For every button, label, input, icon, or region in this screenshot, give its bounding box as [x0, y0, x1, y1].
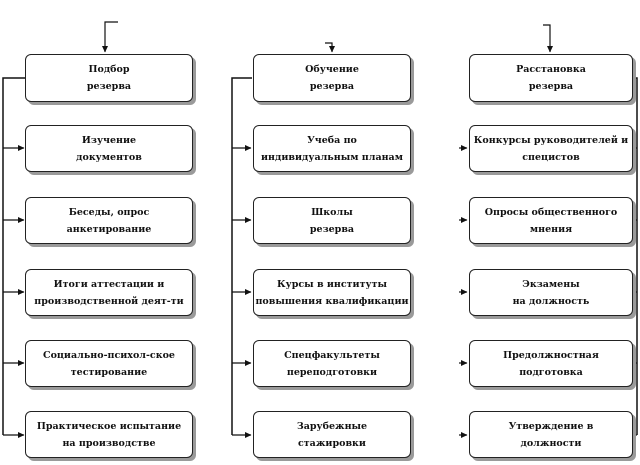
box-text-line: повышения квалификации: [255, 295, 409, 307]
trunk-col2: [231, 77, 252, 435]
box-text-line: производственной деят-ти: [34, 295, 184, 307]
box-text-line: Практическое испытание: [36, 420, 182, 432]
box-text-line: тестирование: [70, 366, 148, 378]
box-text-line: Конкурсы руководителей и: [473, 134, 629, 146]
box-text-line: специстов: [522, 151, 580, 163]
item-box: Практическое испытание на производстве: [25, 411, 193, 458]
item-box: Итоги аттестации и производственной деят…: [25, 269, 193, 316]
box-text-line: Изучение: [81, 134, 137, 146]
item-box: Спецфакультеты переподготовки: [253, 340, 411, 387]
box-text-line: резерва: [309, 223, 355, 235]
box-text-line: на производстве: [62, 437, 156, 449]
box-text-line: стажировки: [298, 437, 366, 449]
item-box: Беседы, опрос анкетирование: [25, 197, 193, 244]
box-text-line: Спецфакультеты: [284, 349, 380, 361]
box-text-line: Обучение: [305, 64, 359, 75]
box-text-line: Утверждение в: [508, 420, 594, 432]
box-text-line: на должность: [512, 295, 590, 307]
item-box: Зарубежные стажировки: [253, 411, 411, 458]
box-text-line: документов: [76, 151, 142, 163]
box-text-line: Социально-психол-ское: [43, 349, 175, 361]
item-box: Учеба по индивидуальным планам: [253, 125, 411, 172]
item-box: Опросы общественного мнения: [469, 197, 633, 244]
box-text-line: Расстановка: [516, 64, 586, 75]
header-box-training: Обучение резерва: [253, 54, 411, 102]
box-text-line: Беседы, опрос: [68, 206, 150, 218]
incoming-arrow-col3: [543, 24, 553, 53]
item-box: Конкурсы руководителей и специстов: [469, 125, 633, 172]
header-box-selection: Подбор резерва: [25, 54, 193, 102]
incoming-arrow-col2: [325, 42, 335, 53]
box-text-line: Школы: [311, 206, 353, 218]
box-text-line: резерва: [309, 81, 355, 92]
box-text-line: Подбор: [88, 64, 130, 75]
box-text-line: переподготовки: [286, 366, 378, 378]
box-text-line: Предолжностная: [503, 349, 599, 361]
incoming-arrow-col1: [102, 21, 118, 53]
box-text-line: Экзамены: [522, 278, 580, 290]
item-box: Предолжностная подготовка: [469, 340, 633, 387]
box-text-line: мнения: [529, 223, 573, 235]
box-text-line: подготовка: [519, 366, 583, 378]
item-box: Изучение документов: [25, 125, 193, 172]
box-text-line: резерва: [528, 81, 574, 92]
item-box: Школы резерва: [253, 197, 411, 244]
box-text-line: индивидуальным планам: [261, 151, 403, 163]
box-text-line: Зарубежные: [296, 420, 368, 432]
item-box: Курсы в институты повышения квалификации: [253, 269, 411, 316]
box-text-line: должности: [520, 437, 582, 449]
box-text-line: Курсы в институты: [277, 278, 387, 290]
box-text-line: анкетирование: [66, 223, 152, 235]
box-text-line: Учеба по: [307, 134, 357, 146]
item-box: Утверждение в должности: [469, 411, 633, 458]
box-text-line: Опросы общественного: [484, 206, 618, 218]
item-box: Экзамены на должность: [469, 269, 633, 316]
trunk-col1: [2, 77, 25, 435]
box-text-line: резерва: [86, 81, 132, 92]
header-box-placement: Расстановка резерва: [469, 54, 633, 102]
trunk-col3: [633, 77, 638, 435]
item-box: Социально-психол-ское тестирование: [25, 340, 193, 387]
box-text-line: Итоги аттестации и: [53, 278, 165, 290]
